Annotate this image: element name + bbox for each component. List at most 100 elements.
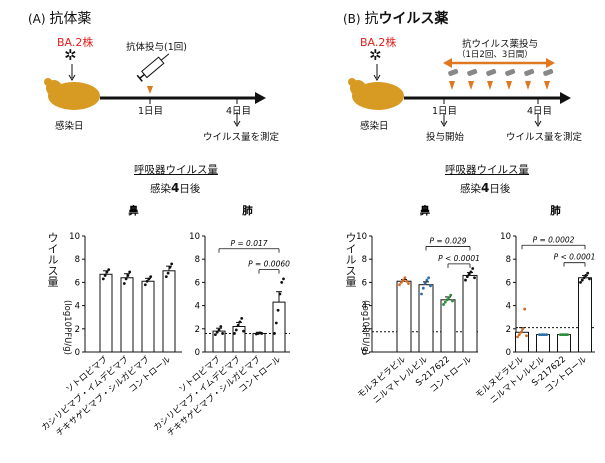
panel-a-title: (A) 抗体薬 [28,8,91,28]
sig-label-2-1: P < 0.0001 [438,254,480,263]
point-0-2-2 [147,277,151,281]
ylabel-b: ウイルス量 [344,232,357,287]
point-0-2-1 [145,279,149,283]
y-tick-label-3-4: 8 [506,255,511,265]
timeline-arrowhead-a [255,92,266,104]
point-2-0-0 [398,283,401,287]
measure-label-a: ウイルス量を測定 [203,132,280,143]
point-2-1-4 [427,276,431,280]
point-0-0-3 [107,268,111,272]
bar-0-1 [120,277,134,353]
point-2-2-1 [443,300,447,304]
point-3-0-4 [523,307,527,311]
point-2-2-0 [442,303,445,306]
panel-a-strain: BA.2株 [57,36,94,49]
point-1-3-4 [280,281,284,284]
y-tick-label-2-2: 4 [362,302,367,312]
point-3-3-5 [588,277,591,281]
day4-label-b: 4日目 [527,106,553,117]
y-tick-label-0-4: 8 [75,255,80,265]
point-2-0-5 [407,282,410,285]
point-2-0-1 [399,281,403,284]
category-label-0-1: カシリビマブ・イムデビマブ [39,354,131,434]
y-tick-label-1-1: 2 [195,325,200,335]
point-3-0-5 [525,334,528,338]
panel-b-title: (B) 抗ウイルス薬 [343,8,448,28]
point-2-2-3 [447,296,451,299]
point-0-2-3 [149,275,153,278]
point-0-0-1 [103,274,107,277]
point-3-0-0 [516,335,519,339]
y-tick-label-0-3: 6 [75,278,80,288]
y-tick-label-3-2: 4 [506,302,511,312]
after-b-num: 4 [481,181,490,195]
syringe-icon-a [136,53,170,82]
point-1-1-2 [236,323,240,327]
infection-day-b: 感染日 [360,121,389,132]
chart-title-0: 鼻 [128,204,139,217]
point-3-1-4 [545,333,548,336]
point-2-0-4 [405,279,409,283]
point-0-3-0 [164,275,168,278]
point-2-0-2 [401,278,405,282]
y-tick-label-1-4: 8 [195,255,200,265]
point-0-3-2 [168,265,172,269]
y-tick-label-2-0: 0 [362,348,367,358]
point-1-1-1 [234,328,238,332]
point-2-3-1 [465,275,469,278]
bar-2-2 [440,299,456,353]
point-0-0-2 [105,270,109,274]
point-0-1-3 [128,270,132,274]
start-label-b: 投与開始 [426,132,465,143]
point-1-3-5 [282,277,285,281]
after-a-suffix: 日後 [179,183,201,195]
y-tick-label-1-5: 10 [189,232,200,242]
bar-0-3 [162,270,176,353]
point-1-3-1 [274,321,278,325]
pill-icons-b [448,68,554,76]
point-2-2-4 [449,293,453,297]
point-3-3-1 [580,278,584,282]
y-tick-label-1-2: 4 [195,302,200,312]
panel-a-label: (A) [28,12,46,26]
point-2-3-2 [467,272,471,276]
day1-label-a: 1日目 [138,106,164,117]
y-tick-label-2-3: 6 [362,278,367,288]
y-tick-label-3-0: 0 [506,348,511,358]
point-3-2-4 [566,333,569,336]
y-tick-label-1-3: 6 [195,278,200,288]
ylabel-a: ウイルス量 [46,232,59,287]
sig-label-3-0: P = 0.0002 [533,235,575,244]
point-3-3-2 [582,276,586,280]
y-tick-label-0-5: 10 [69,232,80,242]
point-2-3-4 [471,267,475,270]
y-tick-label-2-5: 10 [356,232,367,242]
point-1-0-4 [221,332,225,335]
y-tick-label-0-0: 0 [75,348,80,358]
day1-label-b: 1日目 [432,106,458,117]
point-0-1-0 [122,282,126,285]
bar-3-2 [557,334,571,353]
y-tick-label-2-1: 2 [362,325,367,335]
dose-label-b1: 抗ウイルス薬投与 [462,39,539,50]
y-tick-label-0-1: 2 [75,325,80,335]
point-0-3-3 [170,262,174,266]
point-3-0-3 [521,327,525,331]
point-0-0-0 [101,277,105,281]
sig-label-1-1: P = 0.0060 [248,260,290,269]
point-3-0-1 [517,333,521,336]
point-0-1-2 [126,274,130,277]
ylabel-unit-b: (log10PFU/g) [360,300,370,355]
point-3-3-0 [579,281,582,284]
y-tick-label-3-3: 6 [506,278,511,288]
day4-label-a: 4日目 [226,106,252,117]
bar-1-2 [252,332,266,353]
virus-icon-b: ✲ [369,46,382,64]
point-0-3-1 [166,271,170,275]
dose-arrow-a [147,86,153,94]
bar-0-0 [99,273,113,353]
panel-b-title-bold: ウイルス薬 [378,11,449,27]
